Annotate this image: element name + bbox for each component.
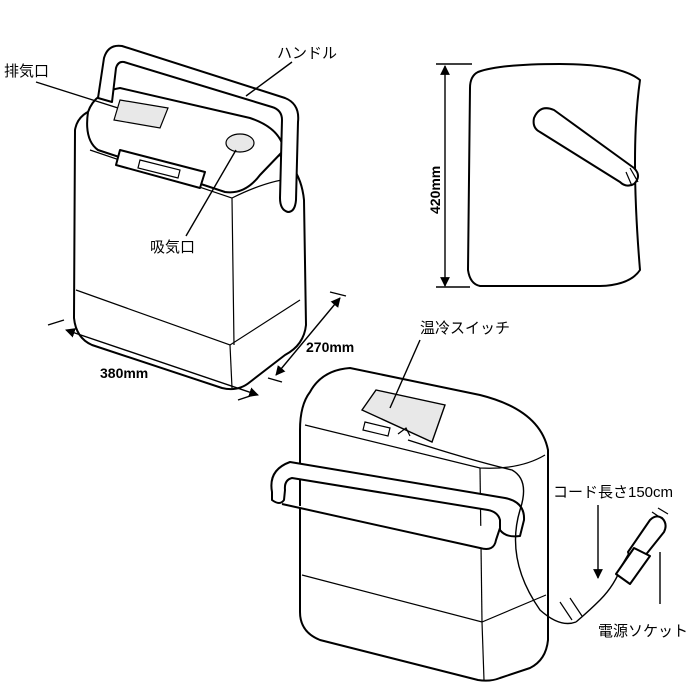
cooler-rear-view [270,367,669,682]
handle-label: ハンドル [277,45,337,62]
depth-label: 270mm [306,339,354,355]
intake-label: 吸気口 [150,239,195,256]
lid-slot [115,149,206,189]
intake-vent [225,133,255,153]
cooler-handle [97,44,300,213]
depth-dimension [267,291,347,383]
cooler2-handle [270,461,526,538]
exhaust-vent [113,99,169,129]
cooler-front-view [73,44,307,391]
switch-panel [360,389,446,443]
height-dimension [436,63,472,288]
width-dimension [47,319,259,401]
handle-bar [281,503,501,550]
temperature-switch [362,421,391,437]
cooler-side-view [467,63,641,287]
power-cord [407,439,577,625]
width-label: 380mm [100,365,148,381]
side-body [467,63,641,287]
socket-label: 電源ソケット [598,623,688,640]
cord-label: コード長さ150cm [553,484,673,501]
side-handle [532,107,639,187]
exhaust-label: 排気口 [4,63,49,80]
switch-label: 温冷スイッチ [420,320,510,337]
height-label: 420mm [427,166,443,214]
